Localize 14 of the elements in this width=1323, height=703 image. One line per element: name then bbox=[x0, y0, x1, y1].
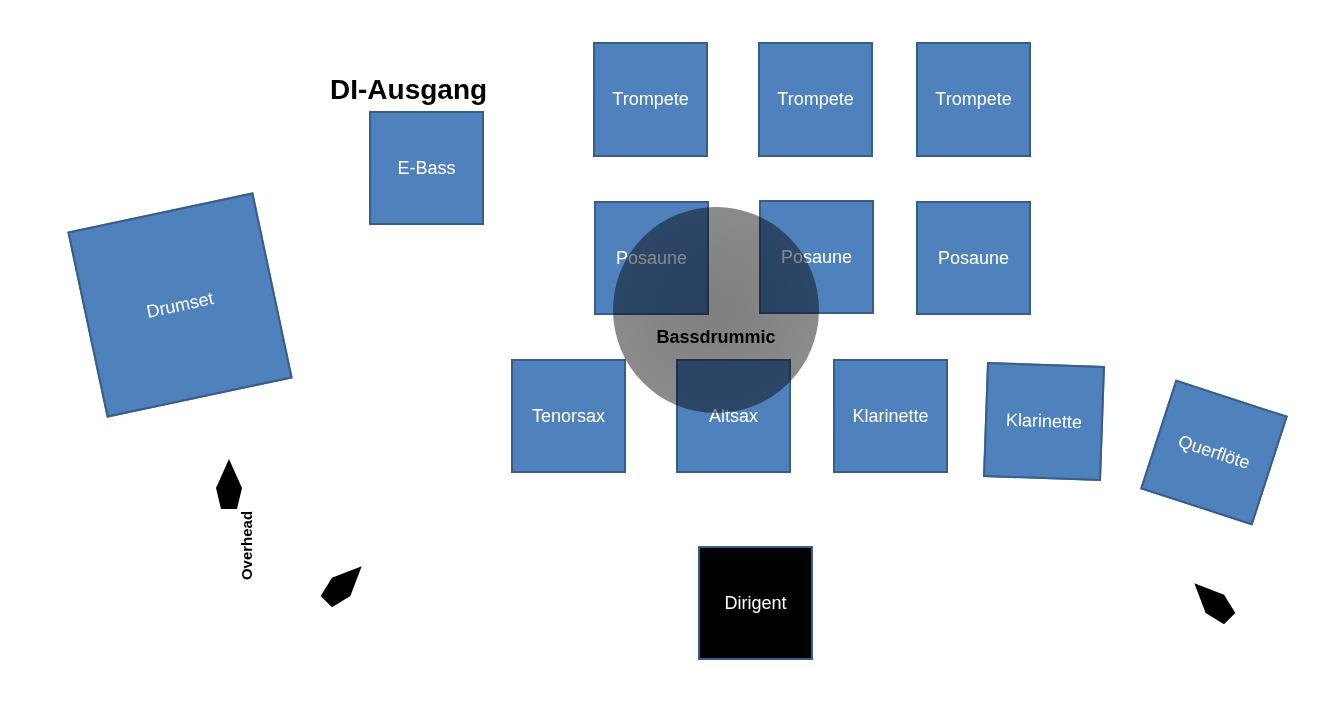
instrument-box: Posaune bbox=[759, 200, 874, 314]
instrument-box: Trompete bbox=[758, 42, 873, 157]
instrument-box: Drumset bbox=[67, 192, 293, 418]
heading-text: DI-Ausgang bbox=[330, 74, 488, 106]
instrument-box: Klarinette bbox=[983, 362, 1105, 481]
instrument-box: Tenorsax bbox=[511, 359, 626, 473]
instrument-box: Altsax bbox=[676, 359, 791, 473]
instrument-box: Klarinette bbox=[833, 359, 948, 473]
instrument-box: E-Bass bbox=[369, 111, 484, 225]
instrument-box: Trompete bbox=[593, 42, 708, 157]
conductor-box: Dirigent bbox=[698, 546, 813, 660]
instrument-box: Trompete bbox=[916, 42, 1031, 157]
microphone-label: Overhead bbox=[238, 510, 256, 581]
instrument-box: Posaune bbox=[916, 201, 1031, 315]
